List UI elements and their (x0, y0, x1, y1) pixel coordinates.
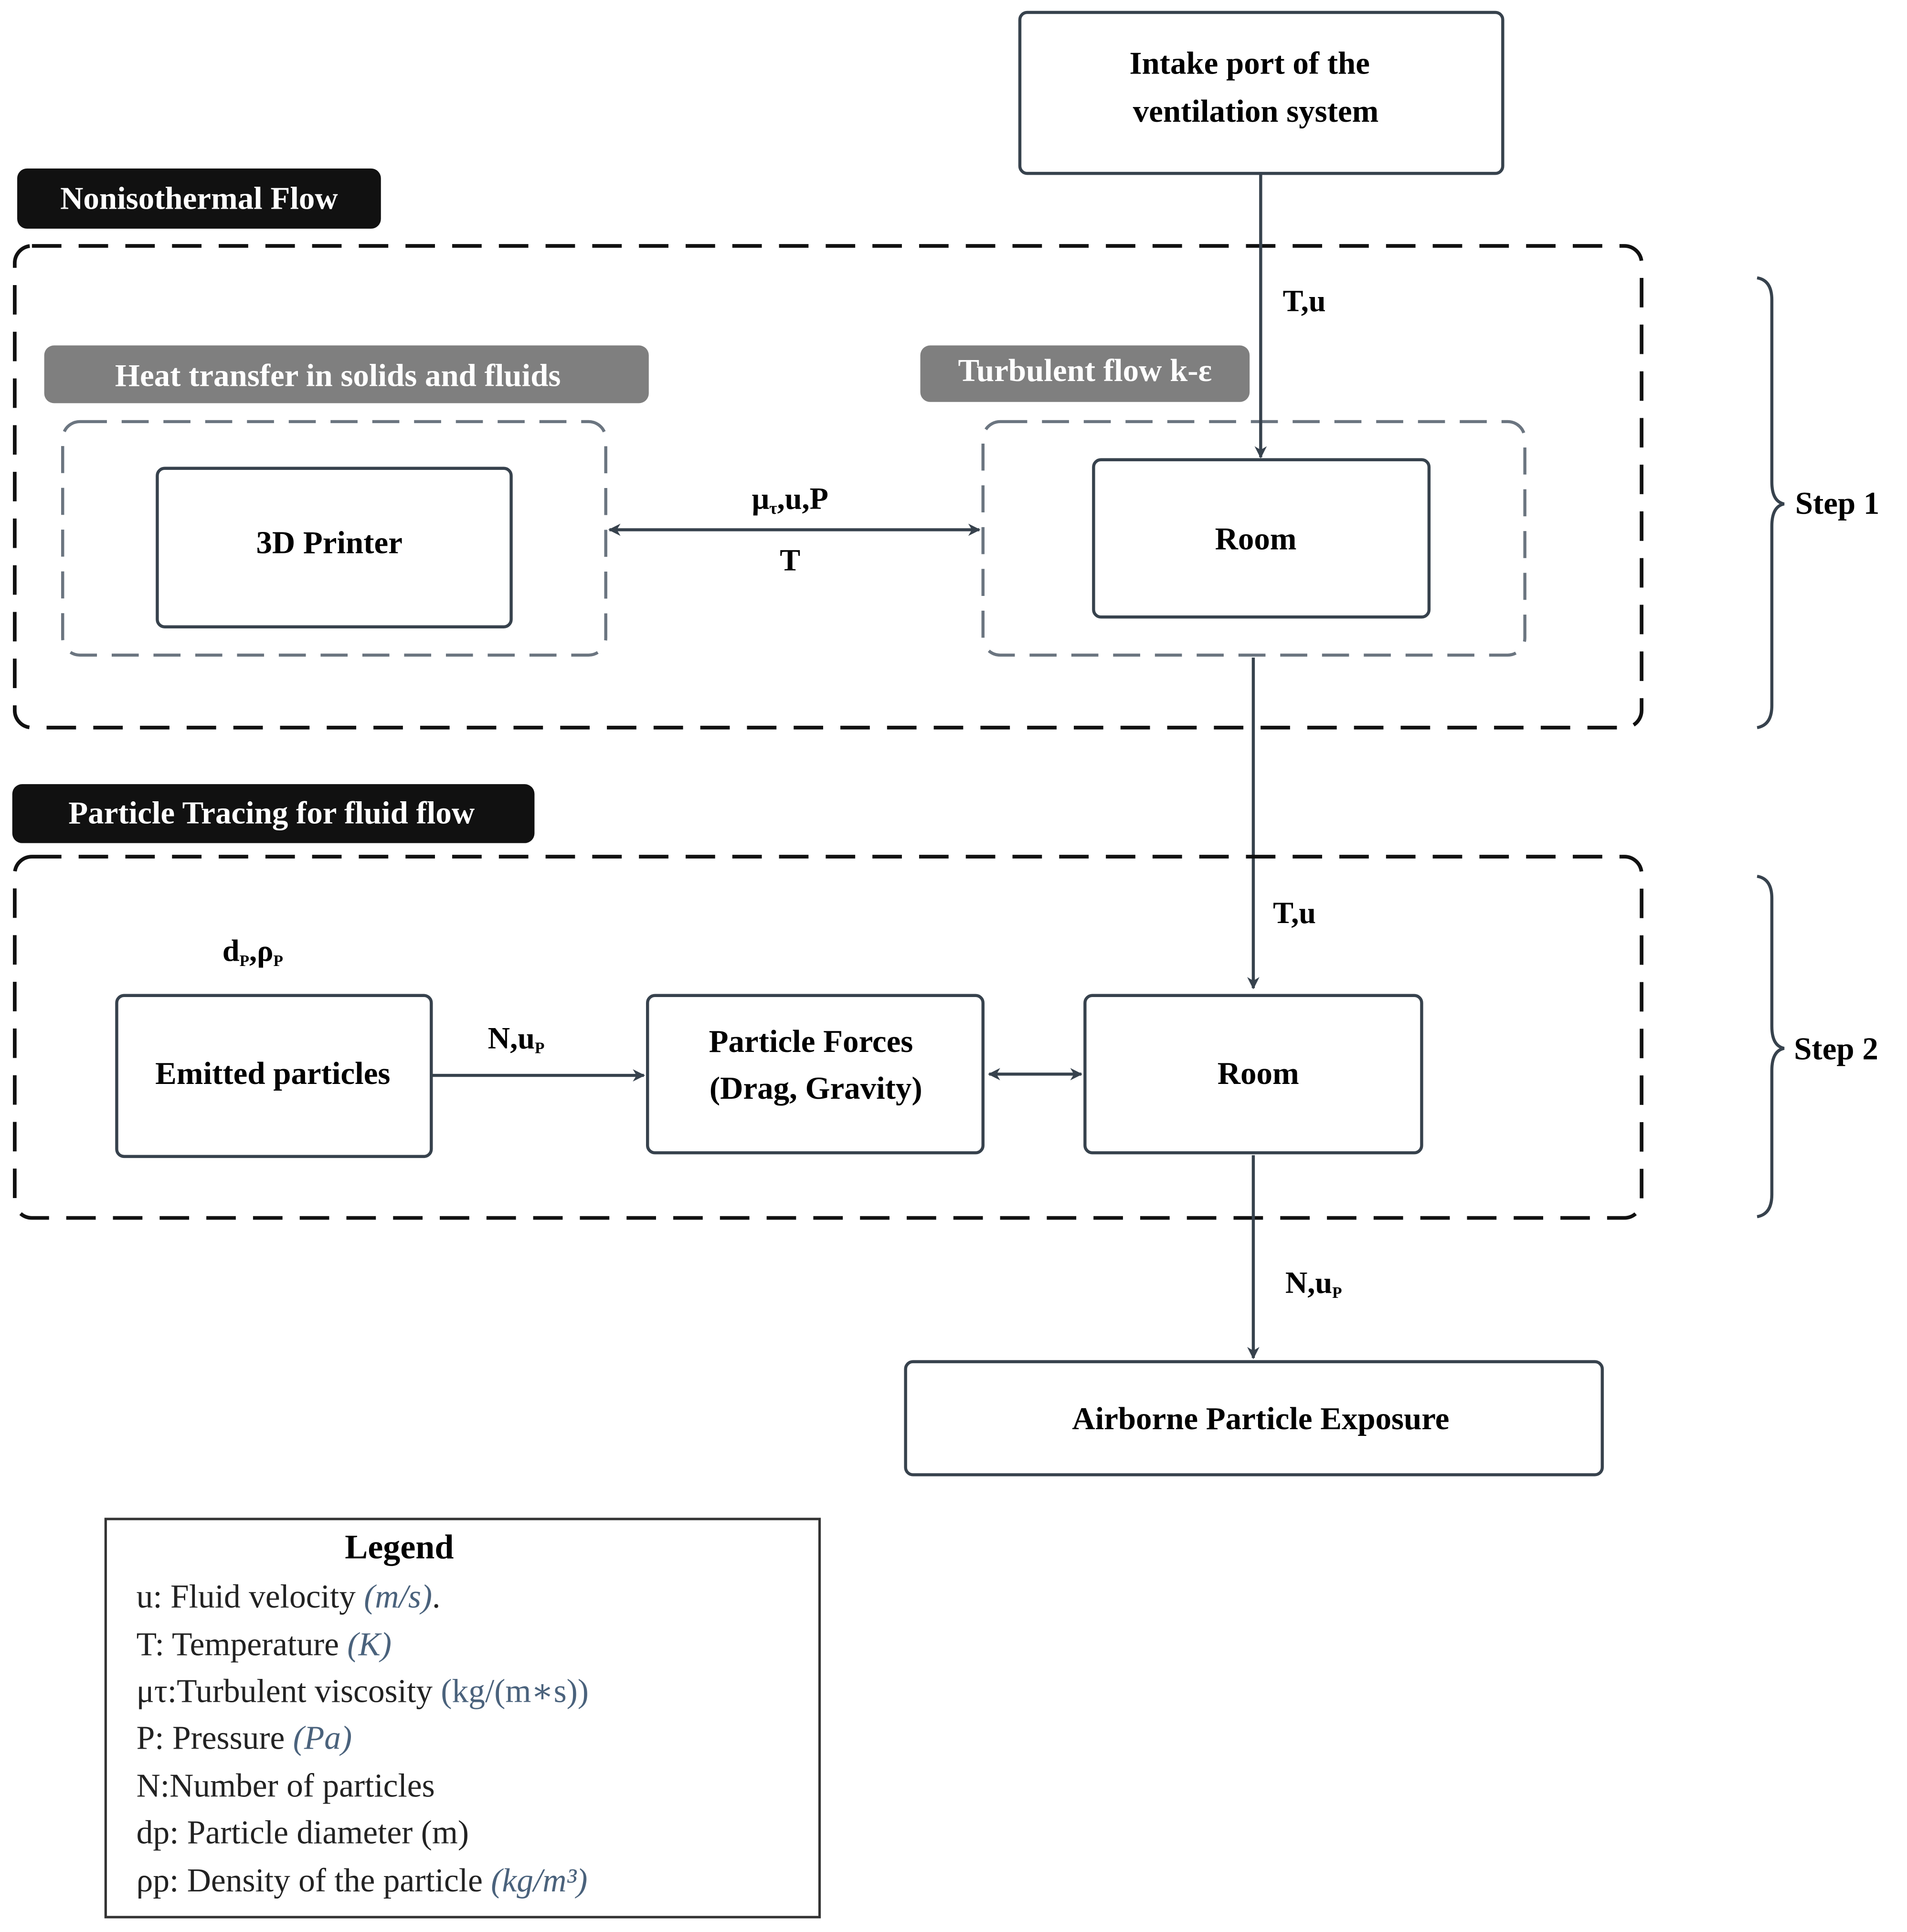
label-coupling-bottom: T (780, 543, 800, 577)
particle-forces-line2: (Drag, Gravity) (710, 1071, 922, 1106)
step1-region (13, 244, 1643, 730)
step2-region (13, 855, 1643, 1220)
label-room-exposure: N,uP (1285, 1266, 1342, 1302)
intake-port-box: Intake port of the ventilation system (1018, 11, 1504, 175)
nonisothermal-flow-text: Nonisothermal Flow (60, 181, 338, 216)
heat-transfer-label: Heat transfer in solids and fluids (44, 345, 649, 403)
turbulent-flow-region (981, 420, 1526, 657)
particle-forces-line1: Particle Forces (709, 1024, 913, 1059)
label-room-room2: T,u (1273, 896, 1316, 930)
label-coupling-top: μτ,u,P (752, 482, 828, 518)
heat-transfer-region (61, 420, 607, 657)
emitted-particles-label: Emitted particles (155, 1056, 390, 1091)
particle-tracing-label: Particle Tracing for fluid flow (12, 784, 535, 843)
legend-title: Legend (345, 1528, 454, 1566)
legend-item: P: Pressure (Pa) (137, 1720, 352, 1756)
particle-forces-box: Particle Forces (Drag, Gravity) (646, 994, 985, 1155)
turbulent-flow-text: Turbulent flow k-ε (958, 353, 1212, 388)
label-intake-room: T,u (1283, 284, 1326, 318)
room-label-step2: Room (1218, 1056, 1299, 1091)
airborne-exposure-box: Airborne Particle Exposure (904, 1360, 1604, 1476)
legend-item: μτ:Turbulent viscosity (kg/(m∗s)) (137, 1673, 589, 1709)
heat-transfer-text: Heat transfer in solids and fluids (115, 358, 561, 393)
step1-brace (1757, 276, 1785, 729)
legend-item: dp: Particle diameter (m) (137, 1814, 469, 1851)
emitted-particles-box: Emitted particles (115, 994, 433, 1158)
airborne-exposure-label: Airborne Particle Exposure (1072, 1401, 1449, 1436)
legend-item: u: Fluid velocity (m/s). (137, 1578, 441, 1615)
room-box-step2: Room (1083, 994, 1423, 1155)
room-label-step1: Room (1215, 521, 1297, 557)
room-box-step1: Room (1092, 458, 1431, 619)
label-emitted-forces: N,uP (488, 1021, 545, 1057)
intake-label-line1: Intake port of the (1129, 46, 1370, 81)
step2-label: Step 2 (1794, 1031, 1878, 1067)
legend: Legend u: Fluid velocity (m/s). T: Tempe… (104, 1518, 821, 1919)
label-emitted-params: dP,ρP (222, 934, 283, 970)
legend-item: N:Number of particles (137, 1768, 435, 1805)
legend-item: ρp: Density of the particle (kg/m³) (137, 1862, 588, 1899)
3d-printer-label: 3D Printer (256, 525, 402, 560)
turbulent-flow-label: Turbulent flow k-ε (920, 345, 1250, 402)
step1-label: Step 1 (1795, 486, 1880, 521)
particle-tracing-text: Particle Tracing for fluid flow (68, 795, 475, 830)
legend-item: T: Temperature (K) (137, 1626, 392, 1663)
3d-printer-box: 3D Printer (156, 467, 513, 628)
intake-label-line2: ventilation system (1133, 94, 1379, 129)
nonisothermal-flow-label: Nonisothermal Flow (17, 168, 381, 229)
step2-brace (1757, 874, 1785, 1219)
